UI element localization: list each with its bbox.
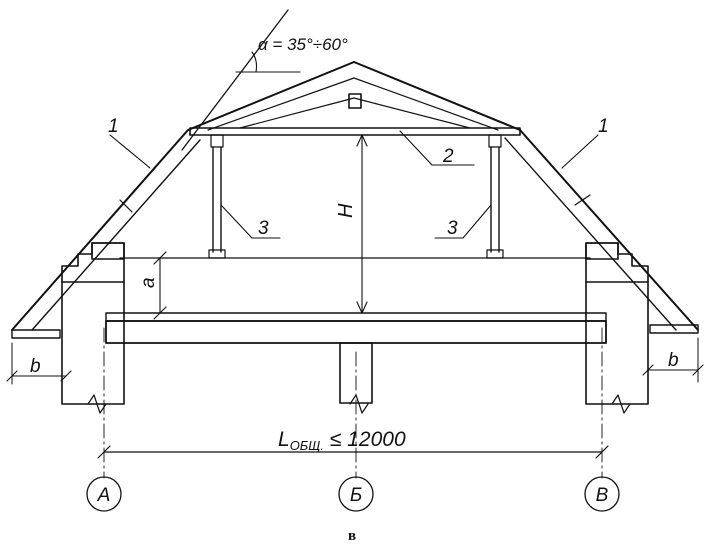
dimension-height: H (335, 134, 368, 314)
axis-lines (103, 327, 603, 479)
angle-label: α = 35°÷60° (258, 35, 348, 54)
figure-caption: в (348, 528, 356, 544)
dimension-knee-wall: a (138, 251, 167, 320)
posts (208, 134, 504, 259)
height-label: H (335, 203, 357, 218)
axis-bubbles: А Б В (86, 476, 620, 512)
dimension-span: LОБЩ.≤ 12000 (97, 428, 609, 459)
callout-rafter-left: 1 (108, 116, 119, 137)
callout-post-right: 3 (447, 218, 458, 239)
roof-rafters (11, 61, 699, 339)
axis-bubble-v (584, 476, 620, 512)
walls (61, 242, 649, 414)
callout-rafter-right: 1 (598, 116, 609, 137)
callout-tie-beam: 2 (442, 146, 454, 167)
dimension-eave: b b (6, 337, 704, 385)
eave-left-label: b (30, 356, 41, 377)
axis-label-b: Б (350, 485, 362, 506)
axis-label-a: А (97, 485, 111, 506)
axis-bubble-b (338, 476, 374, 512)
axis-bubble-a (86, 476, 122, 512)
tie-beam (189, 97, 521, 136)
span-label: LОБЩ.≤ 12000 (278, 428, 406, 453)
floor-slab (105, 312, 607, 344)
axis-label-v: В (596, 485, 609, 506)
eave-right-label: b (668, 350, 679, 371)
callout-post-left: 3 (258, 218, 269, 239)
callouts: 1 1 2 3 3 (108, 116, 609, 239)
knee-wall-label: a (138, 277, 159, 288)
angle-indicator: α = 35°÷60° (181, 9, 348, 151)
